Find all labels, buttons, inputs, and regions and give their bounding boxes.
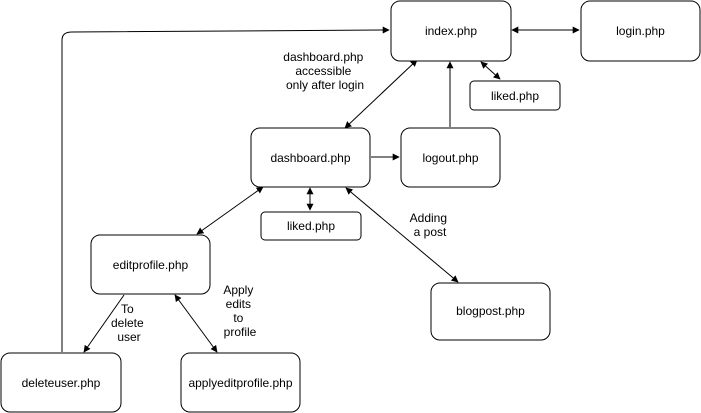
edge-editprofile-applyeditprofile	[174, 294, 218, 353]
label-to-delete-line-3: user	[117, 330, 140, 344]
label-to-delete-line-1: To	[121, 302, 134, 316]
node-dashboard[interactable]: dashboard.php	[250, 127, 371, 188]
edge-index-dashboard	[344, 59, 418, 129]
edge-index-liked-top	[480, 61, 501, 80]
edge-dashboard-blogpost	[345, 187, 459, 283]
label-apply-edits: Apply edits to profile	[223, 283, 256, 339]
label-dashboard-access-line-1: dashboard.php	[283, 50, 363, 64]
label-apply-edits-line-1: Apply	[223, 283, 253, 297]
label-apply-edits-line-2: edits	[226, 297, 251, 311]
node-liked-top[interactable]: liked.php	[469, 80, 561, 111]
node-login-label: login.php	[616, 24, 665, 38]
label-dashboard-access: dashboard.php accessible only after logi…	[283, 50, 366, 92]
label-dashboard-access-line-3: only after login	[286, 78, 364, 92]
label-adding-post-line-1: Adding	[410, 211, 447, 225]
edge-deleteuser-index	[61, 26, 390, 352]
node-login[interactable]: login.php	[580, 0, 701, 62]
edge-dashboard-editprofile	[196, 186, 264, 235]
node-index[interactable]: index.php	[390, 0, 512, 62]
label-dashboard-access-line-2: accessible	[295, 64, 351, 78]
node-editprofile[interactable]: editprofile.php	[90, 234, 211, 295]
node-applyeditprofile[interactable]: applyeditprofile.php	[180, 352, 301, 413]
node-editprofile-label: editprofile.php	[113, 258, 189, 272]
node-liked-top-label: liked.php	[491, 89, 539, 103]
node-dashboard-label: dashboard.php	[270, 151, 350, 165]
node-blogpost-label: blogpost.php	[456, 304, 525, 318]
label-apply-edits-line-3: to	[233, 311, 243, 325]
label-adding-post: Adding a post	[410, 211, 451, 239]
node-deleteuser-label: deleteuser.php	[22, 376, 101, 390]
node-blogpost[interactable]: blogpost.php	[430, 282, 551, 341]
node-logout[interactable]: logout.php	[400, 127, 501, 188]
label-apply-edits-line-4: profile	[224, 325, 257, 339]
node-liked-mid[interactable]: liked.php	[260, 211, 362, 241]
node-liked-mid-label: liked.php	[287, 219, 335, 233]
label-to-delete-line-2: delete	[111, 316, 144, 330]
label-adding-post-line-2: a post	[414, 225, 447, 239]
node-logout-label: logout.php	[422, 151, 478, 165]
node-index-label: index.php	[425, 24, 477, 38]
node-applyeditprofile-label: applyeditprofile.php	[188, 376, 292, 390]
label-to-delete: To delete user	[111, 302, 147, 344]
node-deleteuser[interactable]: deleteuser.php	[0, 352, 122, 413]
edge-editprofile-deleteuser	[83, 294, 125, 353]
